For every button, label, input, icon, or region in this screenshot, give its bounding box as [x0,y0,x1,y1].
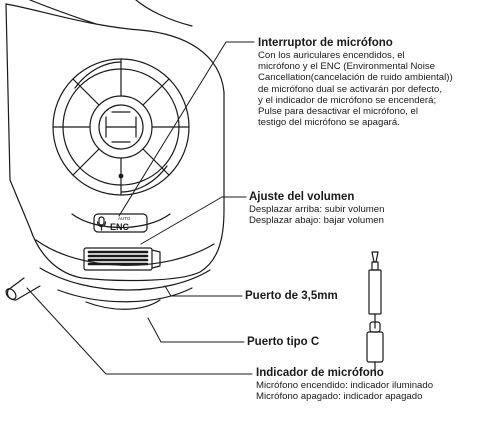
callout-typec-title: Puerto tipo C [247,336,320,348]
mic-indicator-led [118,173,124,179]
button-enc-text: ENC [110,222,130,232]
callout-mic-switch-desc: Con los auriculares encendidos, el micró… [258,50,453,129]
usb-type-c-plug-icon [366,321,384,375]
callout-mic-indicator-desc: Micrófono encendido: indicador iluminado… [256,380,434,403]
volume-wheel[interactable] [83,247,161,271]
callout-mic-switch-title: Interruptor de micrófono [258,37,393,49]
ear-cup-shell [5,3,225,282]
callout-volume-desc: Desplazar arriba: subir volumen Desplaza… [249,204,385,227]
microphone-icon [96,216,107,231]
boom-microphone [5,277,41,301]
callout-mic-indicator-title: Indicador de micrófono [256,367,384,379]
button-auto-text: AUTO [118,216,131,221]
audio-jack-3-5mm-icon [368,251,382,329]
speaker-grille [52,58,190,196]
callout-volume: Ajuste del volumen Desplazar arriba: sub… [249,191,384,226]
callout-volume-title: Ajuste del volumen [249,191,355,203]
callout-jack-title: Puerto de 3,5mm [245,290,338,302]
headset-logo-icon [98,104,144,150]
headband [29,0,193,27]
callout-mic-indicator: Indicador de micrófono Micrófono encendi… [256,367,433,402]
callout-lines [26,41,255,375]
callout-mic-switch: Interruptor de micrófono Con los auricul… [258,37,453,128]
